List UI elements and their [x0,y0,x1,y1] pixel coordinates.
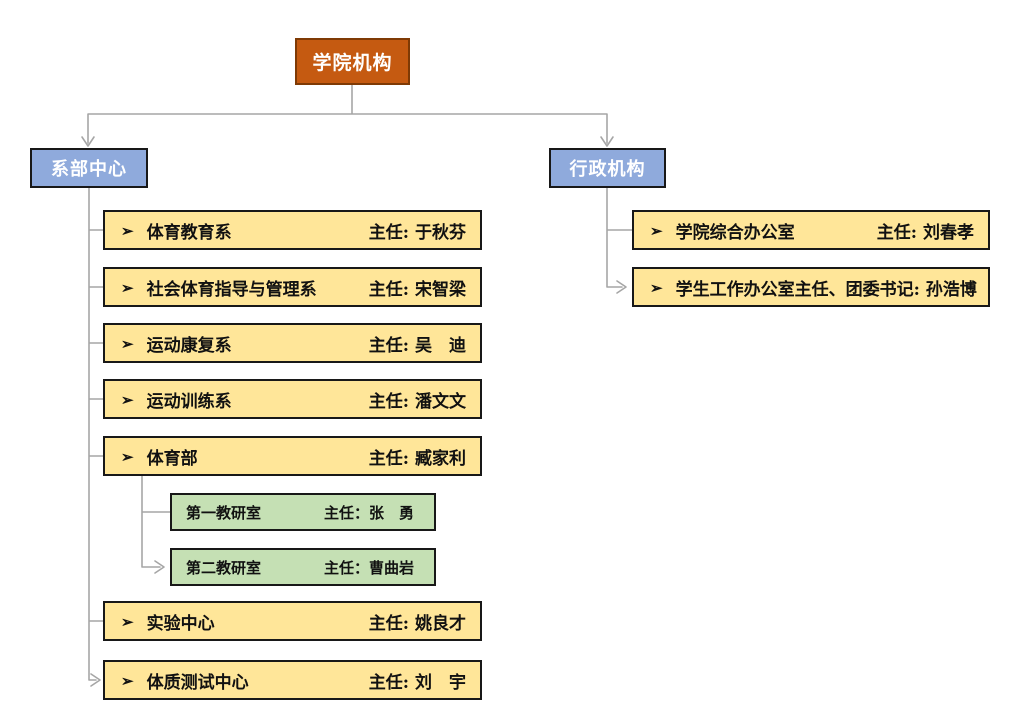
sub-dept-name: 第二教研室 [186,558,262,577]
dept-name: 实验中心 [146,613,215,634]
dept-director: 主任: 宋智梁 [368,279,466,300]
dept-name: 运动训练系 [146,391,232,412]
dept-name: 体育部 [146,448,198,469]
branch-node-departments: 系部中心 [30,148,148,188]
admin-name: 学院综合办公室 [675,222,795,243]
admin-node: ➢ 学院综合办公室 主任: 刘春孝 [632,210,990,250]
dept-node: ➢ 体育部 主任: 臧家利 [103,436,482,476]
admin-director: 主任: 刘春孝 [876,222,974,243]
dept-node: ➢ 体质测试中心 主任: 刘 宇 [103,660,482,700]
sub-dept-name: 第一教研室 [186,503,262,522]
arrow-bullet-icon: ➢ [121,390,134,409]
dept-director: 主任: 刘 宇 [368,672,466,693]
admin-name: 学生工作办公室主任、团委书记: 孙浩博 [675,279,977,300]
branch-node-label: 行政机构 [569,159,646,180]
arrow-bullet-icon: ➢ [121,334,134,353]
arrow-bullet-icon: ➢ [121,671,134,690]
dept-name: 体育教育系 [146,222,232,243]
dept-director: 主任: 吴 迪 [368,335,466,356]
admin-node: ➢ 学生工作办公室主任、团委书记: 孙浩博 [632,267,990,307]
arrow-bullet-icon: ➢ [121,221,134,240]
dept-name: 社会体育指导与管理系 [146,279,317,300]
arrow-bullet-icon: ➢ [650,221,663,240]
sub-dept-director: 主任：曹曲岩 [323,558,414,577]
dept-node: ➢ 实验中心 主任: 姚良才 [103,601,482,641]
arrow-bullet-icon: ➢ [121,278,134,297]
dept-node: ➢ 运动康复系 主任: 吴 迪 [103,323,482,363]
dept-node: ➢ 运动训练系 主任: 潘文文 [103,379,482,419]
dept-node: ➢ 体育教育系 主任: 于秋芬 [103,210,482,250]
root-node-label: 学院机构 [312,52,393,74]
dept-director: 主任: 于秋芬 [368,222,466,243]
dept-name: 体质测试中心 [146,672,249,693]
arrow-bullet-icon: ➢ [650,278,663,297]
branch-node-administration: 行政机构 [549,148,666,188]
dept-director: 主任: 姚良才 [368,613,466,634]
sub-dept-node: 第一教研室 主任：张 勇 [170,493,436,531]
arrow-bullet-icon: ➢ [121,447,134,466]
branch-node-label: 系部中心 [51,159,127,180]
dept-director: 主任: 潘文文 [368,391,466,412]
root-node: 学院机构 [295,38,410,85]
arrow-bullet-icon: ➢ [121,612,134,631]
sub-dept-node: 第二教研室 主任：曹曲岩 [170,548,436,586]
dept-name: 运动康复系 [146,335,232,356]
dept-director: 主任: 臧家利 [368,448,466,469]
dept-node: ➢ 社会体育指导与管理系 主任: 宋智梁 [103,267,482,307]
sub-dept-director: 主任：张 勇 [323,503,414,522]
